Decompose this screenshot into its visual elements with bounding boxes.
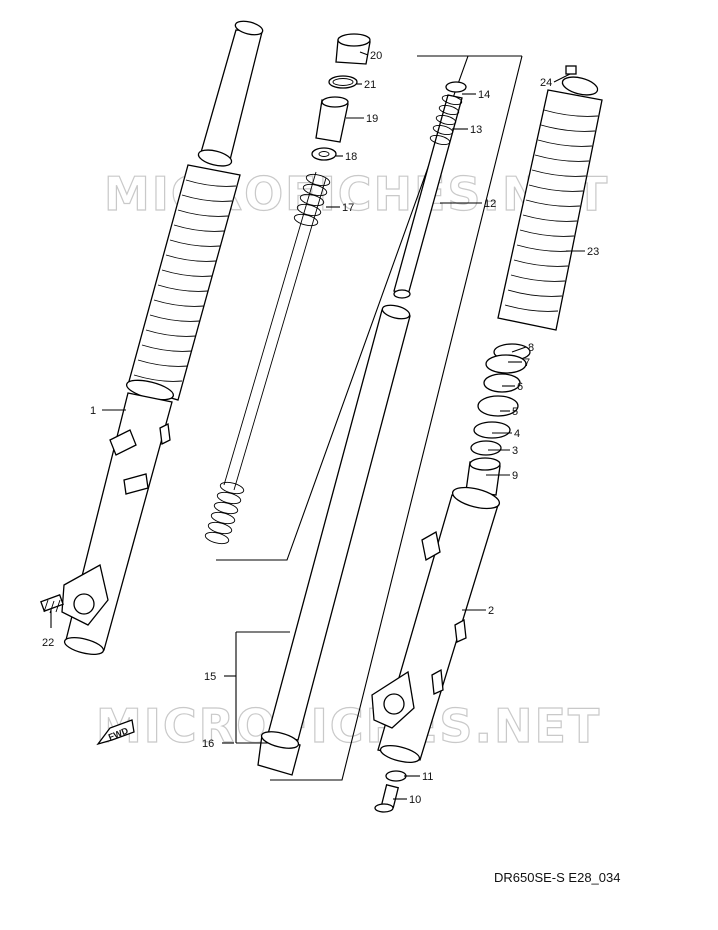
callout-24: 24 — [540, 77, 552, 89]
callout-6: 6 — [517, 381, 523, 393]
piston-ring-14 — [445, 81, 467, 93]
left-fork-leg — [61, 20, 264, 655]
slide-bushing-16 — [257, 731, 301, 776]
spacer-washer-18 — [311, 147, 337, 161]
callout-23: 23 — [587, 246, 599, 258]
watermark-bottom: MICROFICHES.NET — [96, 699, 601, 753]
inner-tube-outline-box — [270, 55, 523, 781]
callout-3: 3 — [512, 445, 518, 457]
callout-8: 8 — [528, 342, 534, 354]
guide-bushing-9 — [465, 457, 501, 496]
callout-19: 19 — [366, 113, 378, 125]
callout-17: 17 — [342, 202, 354, 214]
callout-15: 15 — [204, 671, 216, 683]
callout-1: 1 — [90, 405, 96, 417]
callout-20: 20 — [370, 50, 382, 62]
callout-21: 21 — [364, 79, 376, 91]
callout-10: 10 — [409, 794, 421, 806]
rebound-spring-13 — [429, 94, 463, 146]
fork-boot-23 — [497, 76, 603, 331]
callout-14: 14 — [478, 89, 490, 101]
callout-4: 4 — [514, 428, 520, 440]
callout-22: 22 — [42, 637, 54, 649]
callout-11: 11 — [422, 771, 433, 783]
callout-9: 9 — [512, 470, 518, 482]
bolt-10 — [374, 784, 400, 813]
spring-outline-box — [216, 55, 469, 561]
callout-labels: 1 2 3 4 5 6 7 8 9 10 11 12 13 14 15 16 1… — [42, 50, 599, 806]
o-ring-21 — [328, 75, 358, 89]
bolt-22 — [40, 594, 64, 614]
seal-stack — [470, 343, 531, 456]
callout-7: 7 — [524, 357, 530, 369]
callout-2: 2 — [488, 605, 494, 617]
leader-lines — [50, 51, 585, 800]
callout-5: 5 — [512, 406, 518, 418]
callout-12: 12 — [484, 198, 496, 210]
callout-18: 18 — [345, 151, 357, 163]
callout-13: 13 — [470, 124, 482, 136]
fork-cap-20 — [335, 33, 371, 65]
spacer-19 — [315, 96, 349, 143]
callout-16: 16 — [202, 738, 214, 750]
right-outer-tube-2 — [371, 486, 501, 763]
fork-spring-17 — [204, 171, 331, 545]
diagram-code: DR650SE-S E28_034 — [494, 870, 620, 885]
washer-11 — [385, 770, 407, 782]
clamp-24 — [565, 65, 577, 75]
inner-tube-15 — [267, 304, 411, 741]
